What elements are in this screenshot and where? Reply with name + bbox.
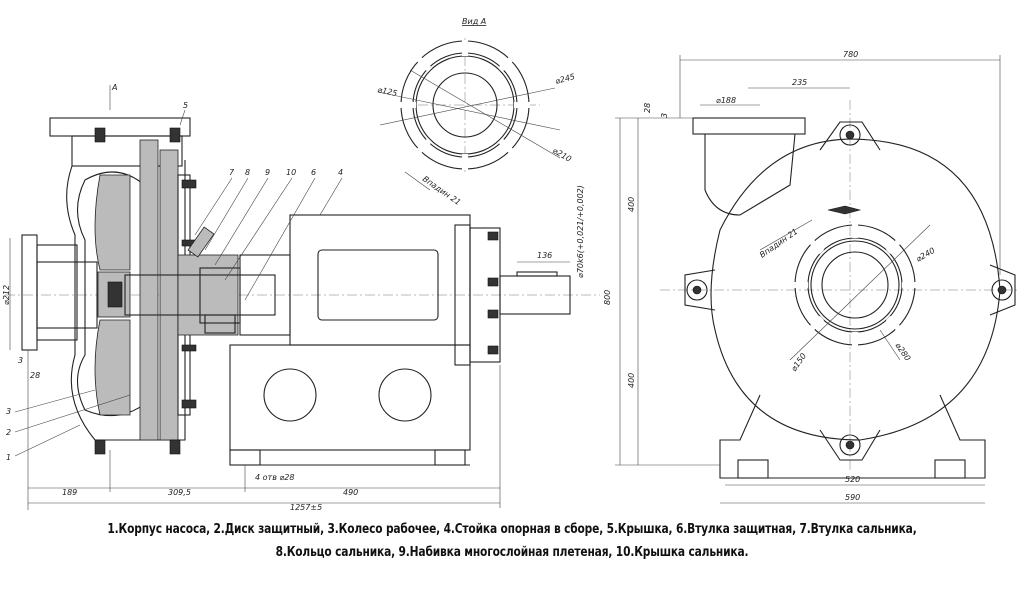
dim-309-5: 309,5 (168, 488, 191, 497)
callout-9: 9 (265, 168, 270, 177)
caption-line-1: 1.Корпус насоса, 2.Диск защитный, 3.Коле… (107, 522, 917, 537)
dim-490: 490 (343, 488, 358, 497)
dim-28-front: 28 (643, 103, 652, 113)
dim-800: 800 (603, 290, 612, 305)
dim-189: 189 (62, 488, 77, 497)
dim-3: 3 (18, 356, 23, 365)
dim-d125: ⌀125 (377, 85, 399, 98)
dim-3-front: 3 (660, 113, 669, 118)
callout-4: 4 (338, 168, 343, 177)
dim-slots-a: Впадин 21 (421, 174, 462, 207)
dim-d240: ⌀240 (915, 246, 937, 264)
dim-28: 28 (30, 371, 40, 380)
dim-235: 235 (792, 78, 807, 87)
arrow-a-label: А (111, 83, 117, 92)
dim-520: 520 (845, 475, 860, 484)
caption-line-2: 8.Кольцо сальника, 9.Набивка многослойна… (275, 545, 749, 560)
view-a (377, 38, 561, 191)
side-section-view (5, 85, 600, 510)
dim-d150: ⌀150 (789, 352, 808, 374)
dim-590: 590 (845, 493, 860, 502)
dim-d245: ⌀245 (554, 72, 576, 86)
callout-10: 10 (286, 168, 296, 177)
side-view-labels: А 5 7 8 9 10 6 4 3 2 1 ⌀212 3 28 189 309… (2, 83, 612, 512)
view-a-title: Вид А (462, 17, 486, 26)
view-a-labels: Вид А ⌀125 ⌀245 ⌀210 Впадин 21 (377, 17, 576, 207)
shaft-diameter: ⌀70k6(+0,021/+0,002) (576, 185, 585, 278)
dim-136: 136 (537, 251, 552, 260)
callout-1: 1 (6, 453, 11, 462)
dim-400-bottom: 400 (627, 373, 636, 388)
dim-400-top: 400 (627, 197, 636, 212)
front-view (615, 55, 1020, 504)
callout-2: 2 (6, 428, 11, 437)
dim-total: 1257±5 (290, 503, 322, 512)
dim-d212: ⌀212 (2, 285, 11, 305)
callout-5: 5 (183, 101, 188, 110)
callout-8: 8 (245, 168, 250, 177)
holes-note: 4 отв ⌀28 (255, 473, 294, 482)
callout-6: 6 (311, 168, 316, 177)
callout-3: 3 (6, 407, 11, 416)
dim-d280: ⌀280 (893, 341, 912, 363)
callout-7: 7 (229, 168, 235, 177)
dim-slots-front: Впадин 21 (758, 227, 799, 260)
dim-d188: ⌀188 (716, 96, 736, 105)
dim-d210: ⌀210 (551, 146, 573, 164)
dim-780: 780 (843, 50, 858, 59)
